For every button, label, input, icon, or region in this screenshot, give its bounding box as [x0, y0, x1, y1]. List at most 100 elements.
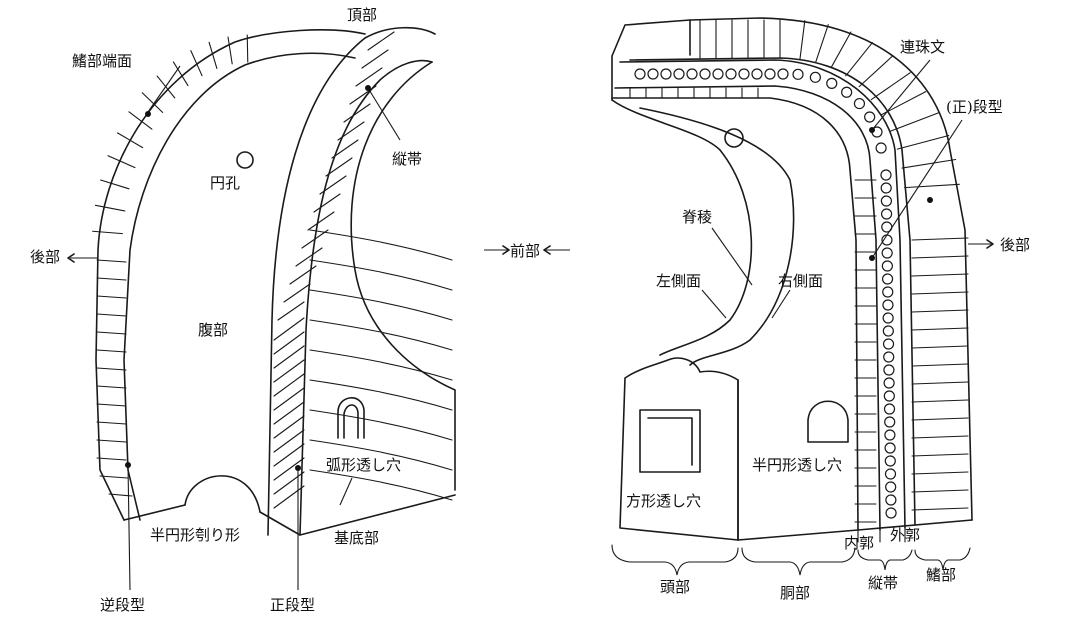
leader-right-side [771, 289, 791, 319]
left-band-hatch-line [273, 359, 305, 383]
right-fin-segment [911, 273, 969, 277]
left-band-hatch-line [273, 331, 305, 355]
right-fin-segment [870, 72, 911, 101]
label-inner-rim: 内郭 [844, 534, 874, 552]
bead [880, 208, 893, 220]
left-band-hatch-line [343, 103, 371, 123]
label-semicircle-opening: 半円形透し穴 [752, 456, 842, 474]
label-fin-end-face: 鰭部端面 [72, 52, 132, 70]
left-band-hatch-line [355, 67, 383, 87]
label-base: 基底部 [334, 529, 379, 547]
right-figure: 連珠文 (正)段型 脊稜 後部 左側面 右側面 半円形透し穴 方形透し穴 内郭 … [611, 17, 1030, 602]
left-band-hatch-line [273, 485, 305, 509]
bead [883, 403, 896, 415]
bead [882, 299, 894, 311]
leader-base [339, 477, 353, 506]
right-fin-segment [815, 24, 829, 63]
left-body-line [309, 319, 453, 351]
left-band-hatch-line [273, 373, 305, 397]
bead [792, 68, 804, 80]
left-body-line [309, 229, 453, 261]
left-band-hatch-line [295, 247, 323, 267]
bead [853, 97, 866, 110]
label-outer-rim: 外郭 [890, 526, 920, 544]
left-fin-segment [128, 111, 153, 130]
bead [884, 416, 896, 428]
bead [864, 111, 876, 123]
bead [880, 169, 892, 181]
label-vertical-band: 縦帯 [392, 150, 422, 168]
right-fin-segment [890, 112, 940, 132]
right-fin-segment [911, 435, 969, 439]
bead [660, 68, 672, 80]
left-body-lines [309, 229, 453, 501]
left-fin-segment [96, 367, 127, 371]
label-semicircle-cutout: 半円形刳り形 [150, 526, 240, 544]
left-band-hatch-line [325, 157, 353, 177]
right-fin-segment [830, 31, 852, 68]
right-round-hole [724, 128, 744, 148]
left-fin-segment [96, 457, 127, 461]
leader-dot-fin [927, 197, 933, 203]
right-bead-band-inner [614, 85, 881, 531]
label-torso: 胴部 [780, 584, 810, 602]
left-fin-segment [96, 349, 127, 353]
left-fin-segment [96, 385, 127, 389]
bead [875, 142, 887, 154]
right-fin-segment [911, 255, 969, 259]
right-fin-segment [911, 363, 969, 367]
leader-vertical-band [367, 87, 401, 141]
left-band-hatch-line [273, 345, 305, 369]
left-fin-segment [99, 475, 129, 479]
right-fin-segment [911, 237, 969, 241]
left-fin-segment [246, 34, 249, 63]
left-fin-segment [94, 204, 126, 212]
bead [826, 77, 838, 89]
left-outer-edge [95, 29, 366, 521]
brace-band [857, 549, 913, 571]
left-fin-segment [96, 403, 127, 407]
label-belly: 腹部 [198, 321, 228, 339]
bead [764, 68, 776, 80]
brace-fin [914, 547, 971, 571]
right-fin-segment [799, 20, 806, 60]
left-rear-arrowhead [67, 253, 75, 263]
right-fin-segment [911, 291, 969, 295]
right-rim-segments [629, 87, 877, 523]
right-fin-segment [911, 453, 969, 457]
leader-left-side [701, 289, 727, 319]
right-fin-segment [896, 134, 950, 150]
left-band-hatch-line [273, 387, 305, 411]
bead [882, 325, 894, 337]
label-fin: 鰭部 [926, 566, 956, 584]
left-body-line [309, 379, 453, 411]
left-fin-segment [96, 331, 127, 335]
left-body-line [309, 469, 453, 501]
bead [738, 68, 750, 80]
right-fin-segment [911, 417, 969, 421]
left-figure: 頂部 鰭部端面 縦帯 円孔 後部 腹部 弧形透し穴 半円形刳り形 基底部 逆段型… [30, 6, 456, 614]
right-bead-row [634, 68, 897, 519]
right-fin-segments [699, 19, 969, 511]
left-band-hatch-line [273, 429, 305, 453]
left-base-line [123, 494, 456, 536]
bead [883, 377, 895, 389]
brace-head [611, 544, 739, 576]
bead [884, 468, 897, 480]
left-semicircle-cutout [184, 475, 261, 513]
bead [884, 429, 896, 441]
left-body-curve [350, 61, 456, 491]
leader-bead-pattern [871, 59, 931, 131]
left-body-line [309, 349, 453, 381]
left-body-line [309, 409, 453, 441]
left-fin-segment [96, 259, 127, 263]
label-right-side: 右側面 [778, 272, 823, 290]
right-left-side-curve [611, 99, 753, 356]
right-outer-edge [689, 17, 973, 521]
right-rear-arrowhead [986, 239, 994, 249]
bead [883, 351, 895, 363]
label-bead-pattern: 連珠文 [900, 38, 945, 56]
left-band-hatch-line [337, 121, 365, 141]
left-arc-opening [337, 397, 365, 439]
right-square-opening [639, 409, 701, 473]
